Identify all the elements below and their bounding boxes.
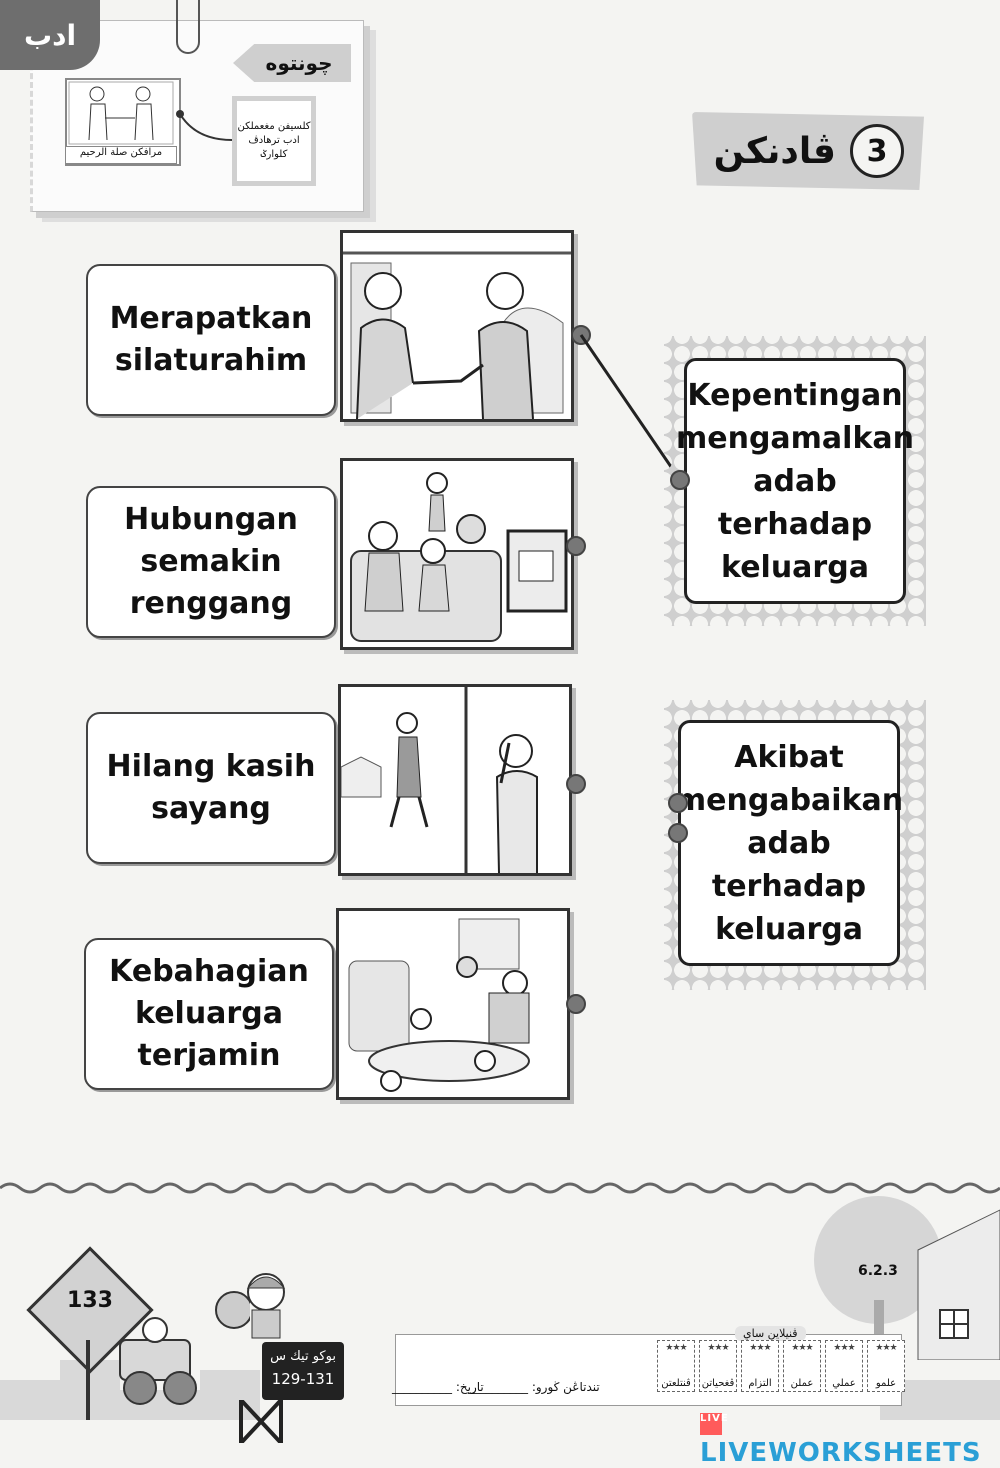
match-dot-picture-2[interactable] bbox=[566, 536, 586, 556]
eval-label: ڤنتلعتن bbox=[661, 1378, 691, 1389]
label-text: Kebahagian keluarga terjamin bbox=[109, 954, 309, 1073]
eval-label: عملي bbox=[832, 1378, 856, 1389]
subject-tab: ادب bbox=[0, 0, 100, 70]
scaffold-icon bbox=[239, 1400, 283, 1443]
date-field[interactable]: تاريخ: __________ bbox=[392, 1380, 484, 1394]
stars-icon: ★★★ bbox=[791, 1343, 813, 1353]
house-tree-icon bbox=[814, 1196, 1000, 1360]
picture-handshake bbox=[340, 230, 574, 422]
textbook-reference-pages: 129-131 bbox=[271, 1370, 335, 1388]
connector-line-icon bbox=[176, 110, 233, 141]
label-box-hubungan[interactable]: Hubungan semakin renggang bbox=[86, 486, 336, 638]
picture-family-tv bbox=[340, 458, 574, 650]
match-dot-category-1[interactable] bbox=[670, 470, 690, 490]
family-watching-tv-icon bbox=[343, 461, 571, 647]
stars-icon: ★★★ bbox=[875, 1343, 897, 1353]
eval-label: ڤغحياتن bbox=[701, 1378, 735, 1389]
match-dot-category-2b[interactable] bbox=[668, 823, 688, 843]
picture-family-home bbox=[336, 908, 570, 1100]
textbook-reference: بوكو تيك س 129-131 bbox=[262, 1342, 344, 1400]
worker-on-scaffold-icon bbox=[246, 1273, 286, 1339]
label-box-kebahagian[interactable]: Kebahagian keluarga terjamin bbox=[84, 938, 334, 1090]
construction-worker-icon bbox=[119, 1291, 250, 1405]
eval-label: علمو bbox=[875, 1378, 897, 1389]
label-text: Merapatkan silaturahim bbox=[109, 301, 313, 378]
teacher-signature-field[interactable]: تندتاڠن ڬورو: __________ bbox=[468, 1380, 600, 1394]
son-leaving-scene-icon bbox=[341, 687, 569, 873]
activity-number: 3 bbox=[850, 124, 904, 178]
activity-title-text: ڤادنكن bbox=[713, 130, 836, 172]
liveworksheets-watermark: LIVELIVEWORKSHEETS bbox=[700, 1408, 1000, 1468]
eval-cell-pentelaahan[interactable]: ★★★ ڤنتلعتن bbox=[657, 1340, 695, 1392]
eval-cell-amali[interactable]: ★★★ عملي bbox=[825, 1340, 863, 1392]
eval-cell-ilmu[interactable]: ★★★ علمو bbox=[867, 1340, 905, 1392]
note-caption: مرافكن صلة الرحيم bbox=[65, 146, 177, 164]
activity-title: ڤادنكن 3 bbox=[692, 112, 924, 190]
eval-label: التزام bbox=[748, 1378, 772, 1389]
handshake-scene-icon bbox=[343, 233, 571, 419]
eval-cell-penghayatan[interactable]: ★★★ ڤغحياتن bbox=[699, 1340, 737, 1392]
label-text: Hubungan semakin renggang bbox=[124, 502, 298, 621]
match-dot-picture-4[interactable] bbox=[566, 994, 586, 1014]
standard-code: 6.2.3 bbox=[858, 1263, 898, 1279]
evaluation-row: ★★★ علمو ★★★ عملي ★★★ عملن ★★★ التزام ★★★ ڤغح… bbox=[625, 1340, 905, 1392]
handshake-illustration-icon bbox=[68, 81, 174, 145]
picture-son-leaving bbox=[338, 684, 572, 876]
evaluation-header: ڤنيلاين ساي bbox=[735, 1326, 806, 1341]
stars-icon: ★★★ bbox=[749, 1343, 771, 1353]
stars-icon: ★★★ bbox=[665, 1343, 687, 1353]
stars-icon: ★★★ bbox=[707, 1343, 729, 1353]
eval-cell-amalan[interactable]: ★★★ عملن bbox=[783, 1340, 821, 1392]
ground-divider bbox=[0, 1182, 1000, 1194]
page-number: 133 bbox=[67, 1288, 113, 1313]
match-dot-picture-1[interactable] bbox=[571, 325, 591, 345]
match-dot-category-2a[interactable] bbox=[668, 793, 688, 813]
happy-family-scene-icon bbox=[339, 911, 567, 1097]
textbook-reference-label: بوكو تيك س bbox=[270, 1349, 336, 1364]
category-box-akibat[interactable]: Akibat mengabaikan adab terhadap keluarg… bbox=[674, 720, 904, 966]
eval-label: عملن bbox=[790, 1378, 814, 1389]
note-definition-box: كلسيفن مغعملكن ادب ترهادڤ كلوارݢ bbox=[232, 96, 316, 186]
category-text: Kepentingan mengamalkan adab terhadap ke… bbox=[675, 377, 915, 585]
liveworksheets-logo-icon: LIVE bbox=[700, 1412, 728, 1435]
note-ribbon: چونتوه bbox=[233, 44, 351, 82]
match-dot-picture-3[interactable] bbox=[566, 774, 586, 794]
category-text: Akibat mengabaikan adab terhadap keluarg… bbox=[674, 739, 904, 947]
stars-icon: ★★★ bbox=[833, 1343, 855, 1353]
category-box-kepentingan[interactable]: Kepentingan mengamalkan adab terhadap ke… bbox=[676, 358, 914, 604]
note-definition-text: كلسيفن مغعملكن ادب ترهادڤ كلوارݢ bbox=[237, 101, 311, 181]
sign-pole bbox=[86, 1340, 90, 1420]
eval-cell-iltizam[interactable]: ★★★ التزام bbox=[741, 1340, 779, 1392]
label-text: Hilang kasih sayang bbox=[106, 749, 316, 826]
label-box-hilang[interactable]: Hilang kasih sayang bbox=[86, 712, 336, 864]
paperclip-icon bbox=[176, 0, 200, 54]
label-box-merapatkan[interactable]: Merapatkan silaturahim bbox=[86, 264, 336, 416]
